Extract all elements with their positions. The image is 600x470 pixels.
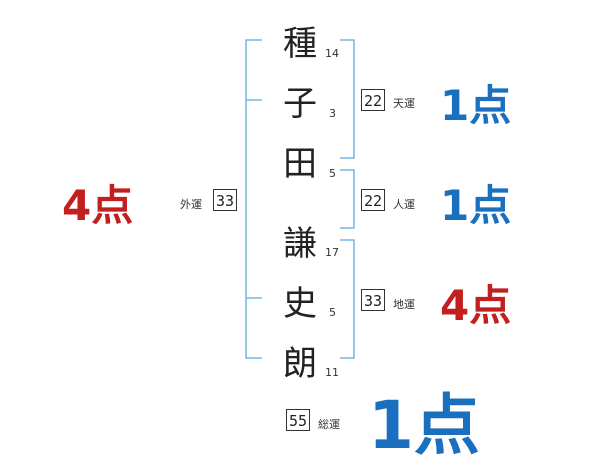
gaiun-score: 4点 [62,181,134,230]
stroke-count-6: 11 [325,366,339,379]
name-char-4: 謙 [283,224,317,264]
tenun-bracket [340,39,355,159]
stroke-count-2: 3 [329,107,336,120]
stroke-count-5: 5 [329,306,336,319]
souun-score: 1点 [368,387,480,464]
stroke-count-4: 17 [325,246,339,259]
name-char-6: 朗 [283,344,317,384]
gaiun-bracket [245,39,262,359]
jinun-value-box: 22 [361,189,386,211]
souun-label: 総運 [318,418,340,431]
jinun-label: 人運 [393,198,415,211]
stroke-count-1: 14 [325,47,339,60]
tenun-value-box: 22 [361,89,386,111]
gaiun-label: 外運 [180,198,202,211]
name-char-2: 子 [283,84,317,124]
name-char-5: 史 [283,284,317,324]
tenun-label: 天運 [393,97,415,110]
souun-value-box: 55 [286,409,311,431]
gaiun-value-box: 33 [213,189,238,211]
name-char-1: 種 [283,24,317,64]
stroke-count-3: 5 [329,167,336,180]
name-char-3: 田 [283,144,317,184]
jinun-bracket [340,169,355,229]
chiun-label: 地運 [393,298,415,311]
jinun-score: 1点 [440,181,512,230]
chiun-value-box: 33 [361,289,386,311]
chiun-bracket [340,239,355,359]
tenun-score: 1点 [440,81,512,130]
chiun-score: 4点 [440,281,512,330]
